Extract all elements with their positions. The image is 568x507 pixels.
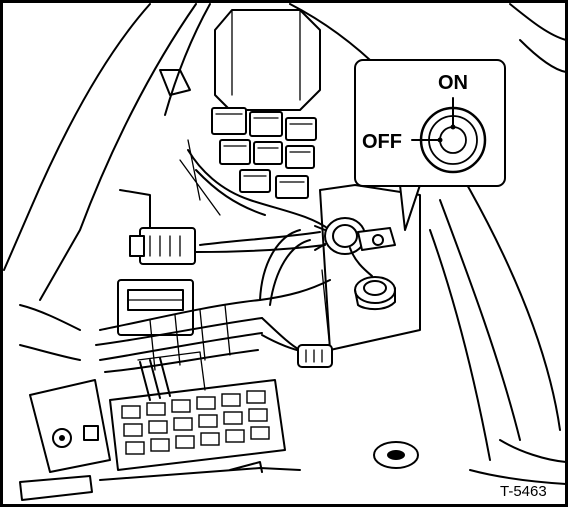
fuse-slot	[125, 441, 145, 455]
fuse-slot	[146, 402, 166, 416]
off-label: OFF	[362, 131, 402, 153]
connector-icon	[119, 189, 196, 265]
fuse-slot	[248, 408, 268, 422]
switch-housing	[319, 184, 421, 351]
fuse-slot	[200, 432, 220, 446]
floor-clip	[229, 461, 263, 473]
fuse-slot	[121, 405, 141, 419]
fuse-slot	[171, 399, 191, 413]
floor-line	[99, 467, 301, 481]
fuse-slot	[150, 438, 170, 452]
fuse-slot	[123, 423, 143, 437]
grommet	[373, 441, 419, 469]
fuse-slot	[175, 435, 195, 449]
ignition-position-diagram	[411, 97, 487, 174]
relay-cluster	[179, 107, 331, 231]
a-pillar	[3, 3, 211, 301]
fuse-slot	[250, 426, 270, 440]
fuse-box-icon	[109, 351, 286, 471]
left-bracket	[19, 379, 111, 501]
fuse-slot	[198, 414, 218, 428]
upper-bracket	[159, 9, 321, 111]
fuse-slot	[148, 420, 168, 434]
fuse-slot	[225, 429, 245, 443]
wiring-harness-icon	[19, 229, 331, 373]
fuse-slot	[196, 396, 216, 410]
on-label: ON	[438, 72, 468, 94]
small-connector	[261, 317, 333, 368]
fuse-slot	[221, 393, 241, 407]
fuse-slot	[223, 411, 243, 425]
door-panel	[289, 3, 567, 485]
callout-leader	[399, 184, 421, 231]
lower-module	[117, 279, 194, 336]
fuse-slot	[246, 390, 266, 404]
figure-code: T-5463	[500, 483, 547, 500]
relay-icon	[211, 107, 317, 199]
callout-box: ON OFF	[354, 59, 506, 187]
cable-plug	[349, 247, 396, 311]
fuse-slot	[173, 417, 193, 431]
key-icon	[357, 227, 396, 251]
